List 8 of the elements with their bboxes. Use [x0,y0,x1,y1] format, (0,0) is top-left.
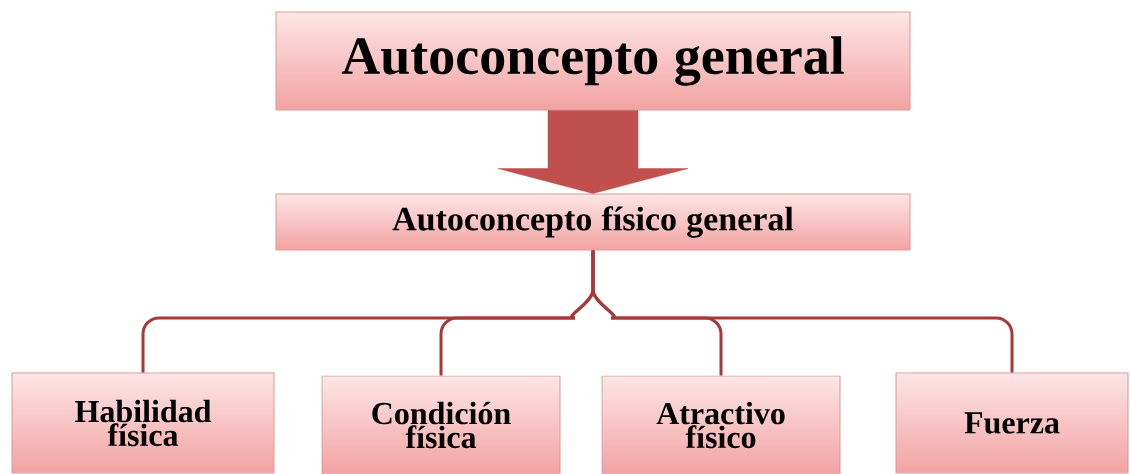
concept-box: Fuerza [895,372,1129,474]
block-arrow [497,110,689,194]
concept-box: Condición física [321,375,561,474]
concept-box: Atractivo físico [601,375,841,474]
bracket-connector [591,250,1014,373]
concept-box: Autoconcepto físico general [275,193,911,251]
concept-box: Habilidad física [11,372,275,474]
title-box: Autoconcepto general [275,11,911,111]
